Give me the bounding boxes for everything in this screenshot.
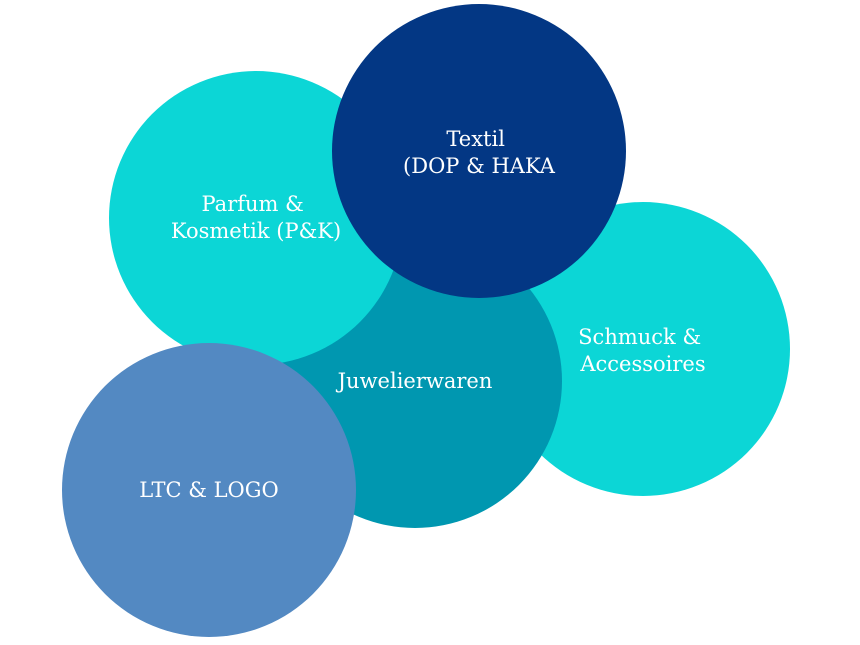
bubble-schmuck-accessoires: Schmuck & Accessoires [496,202,790,496]
ltc-label: LTC & LOGO [139,478,279,502]
svg-text:Parfum & Kosmetik (P&K): Parfum & Kosmetik (P&K) [171,192,341,243]
bubble-ltc-circle [62,343,356,637]
bubble-parfum-circle [109,71,403,365]
svg-text:Schmuck & Accessoires: Schmuck & Accessoires [578,325,708,376]
bubble-textil-circle [332,4,626,298]
parfum-label-line-2: Kosmetik (P&K) [171,219,341,243]
svg-text:LTC & LOGO: LTC & LOGO [139,478,279,502]
parfum-label-line-1: Parfum & [201,192,303,216]
juwelierwaren-label: Juwelierwaren [336,369,493,393]
textil-label-line-1: Textil [446,127,505,151]
bubble-schmuck-circle [496,202,790,496]
bubble-textil: Textil (DOP & HAKA [332,4,626,298]
schmuck-label-line-2: Accessoires [579,352,705,376]
bubble-ltc-logo: LTC & LOGO [62,343,356,637]
schmuck-label-line-1: Schmuck & [578,325,701,349]
bubble-parfum-kosmetik: Parfum & Kosmetik (P&K) [109,71,403,365]
textil-label-line-2: (DOP & HAKA [403,154,556,178]
svg-text:Textil (DOP & HAKA: Textil (DOP & HAKA [403,127,556,178]
svg-text:Juwelierwaren: Juwelierwaren [336,369,493,393]
